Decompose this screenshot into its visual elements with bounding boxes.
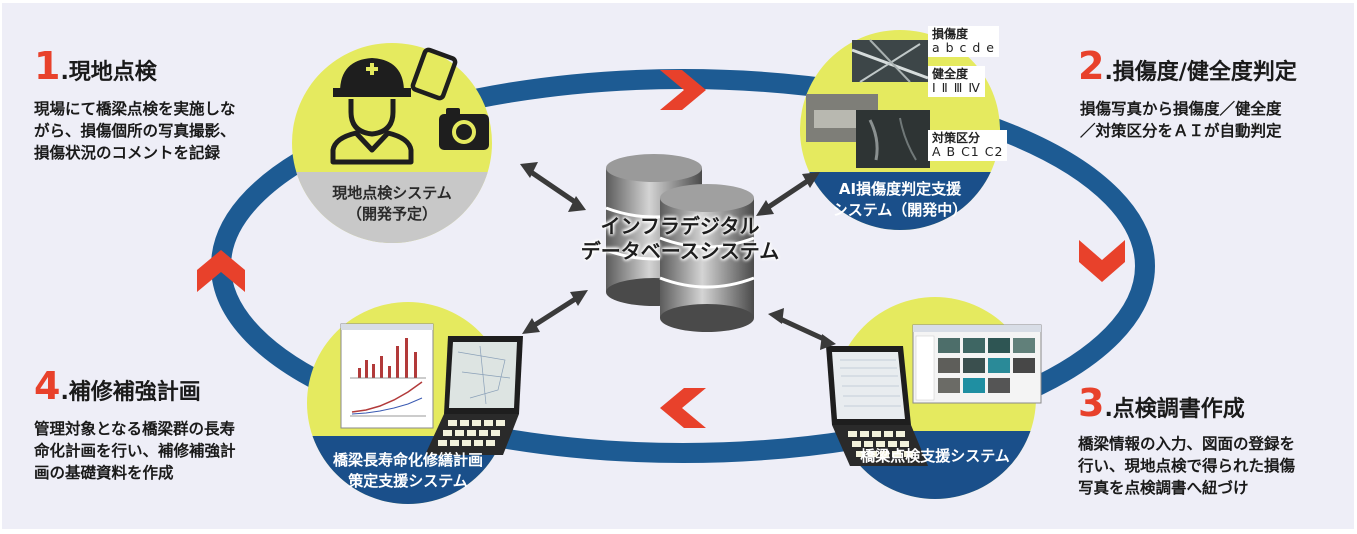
step-1-number: 1 bbox=[34, 44, 61, 88]
health-level-label-box: 健全度 Ⅰ Ⅱ Ⅲ Ⅳ bbox=[928, 66, 985, 97]
damage-photo-3 bbox=[856, 110, 930, 168]
damage-level-title: 損傷度 bbox=[932, 27, 969, 41]
planning-chart-screenshot bbox=[340, 323, 434, 429]
step-2-title: .損傷度/健全度判定 bbox=[1104, 60, 1297, 85]
inspection-system-caption: 橋梁点検支援システム bbox=[860, 447, 1010, 465]
laptop-icon-planning bbox=[425, 336, 523, 455]
camera-icon bbox=[439, 108, 489, 150]
database-cylinder-front bbox=[659, 184, 755, 332]
measure-class-values: A B C1 C2 bbox=[932, 144, 1004, 159]
arrow-db-ai bbox=[756, 172, 820, 216]
field-system-caption: 現地点検システム （開発予定） bbox=[332, 184, 452, 223]
step-1-heading: 1.現地点検 bbox=[34, 44, 157, 88]
database-system-label: インフラデジタル データベースシステム bbox=[580, 214, 780, 263]
step-3-title: .点検調書作成 bbox=[1104, 397, 1245, 422]
health-level-values: Ⅰ Ⅱ Ⅲ Ⅳ bbox=[932, 80, 981, 95]
ai-system-caption: AI損傷度判定支援 システム（開発中） bbox=[832, 180, 968, 219]
step-1-title: .現地点検 bbox=[60, 60, 157, 85]
worker-helmet-icon bbox=[330, 58, 414, 165]
measure-class-label-box: 対策区分 A B C1 C2 bbox=[928, 130, 1008, 161]
step-2-heading: 2.損傷度/健全度判定 bbox=[1078, 44, 1297, 88]
damage-photo-1 bbox=[851, 39, 929, 83]
planning-system-caption: 橋梁長寿命化修繕計画 策定支援システム bbox=[332, 451, 483, 490]
health-level-title: 健全度 bbox=[932, 67, 969, 81]
step-2-description: 損傷写真から損傷度／健全度 ／対策区分をＡＩが自動判定 bbox=[1080, 100, 1282, 140]
chevron-top-right-arrow bbox=[660, 70, 706, 110]
step-1-description: 現場にて橋梁点検を実施しな がら、損傷個所の写真撮影、 損傷状況のコメントを記録 bbox=[34, 100, 236, 162]
damage-level-values: a b c d e bbox=[932, 40, 995, 55]
arrow-db-inspection bbox=[768, 308, 836, 350]
step-4-description: 管理対象となる橋梁群の長寿 命化計画を行い、補修補強計 画の基礎資料を作成 bbox=[34, 420, 236, 482]
laptop-icon-inspection bbox=[826, 346, 928, 466]
chevron-right-down-arrow bbox=[1079, 240, 1125, 282]
step-2-number: 2 bbox=[1078, 44, 1105, 88]
step-4-heading: 4.補修補強計画 bbox=[34, 364, 201, 408]
step-3-number: 3 bbox=[1078, 381, 1105, 425]
measure-class-title: 対策区分 bbox=[932, 131, 981, 145]
step-4-title: .補修補強計画 bbox=[60, 380, 201, 405]
tablet-icon bbox=[410, 47, 458, 101]
chevron-bottom-left-arrow bbox=[660, 388, 706, 428]
chevron-left-up-arrow bbox=[197, 250, 245, 292]
step-4-number: 4 bbox=[34, 364, 61, 408]
inspection-screenshot bbox=[912, 324, 1042, 404]
step-3-heading: 3.点検調書作成 bbox=[1078, 381, 1245, 425]
arrow-db-planning bbox=[522, 290, 588, 334]
step-3-description: 橋梁情報の入力、図面の登録を 行い、現地点検で得られた損傷 写真を点検調書へ紐づ… bbox=[1078, 435, 1296, 497]
arrow-db-field bbox=[520, 162, 586, 212]
damage-level-label-box: 損傷度 a b c d e bbox=[928, 26, 999, 57]
